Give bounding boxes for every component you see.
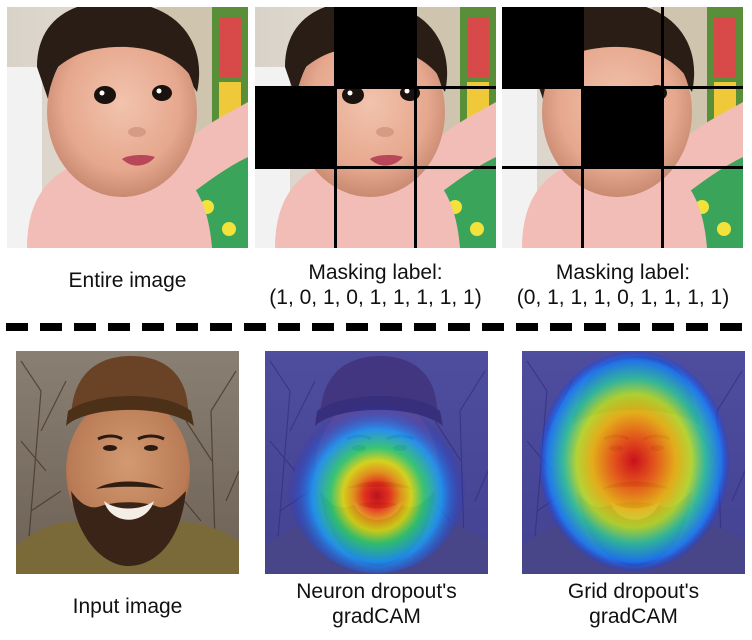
grid-line-vertical bbox=[414, 7, 418, 248]
grid-dropout-gradcam-panel bbox=[522, 351, 745, 574]
masked-cell bbox=[255, 87, 337, 169]
caption-entire-image: Entire image bbox=[7, 268, 248, 293]
caption-line: Masking label: bbox=[308, 261, 443, 284]
caption-input-image: Input image bbox=[16, 594, 239, 619]
caption-line: Neuron dropout's bbox=[296, 580, 457, 603]
man-photo bbox=[16, 351, 239, 574]
caption-line: Masking label: bbox=[555, 261, 691, 284]
masked-image-panel-1 bbox=[255, 7, 496, 248]
masked-cell bbox=[502, 7, 584, 89]
grid-line-vertical bbox=[580, 7, 584, 248]
masked-image-panel-2 bbox=[502, 7, 743, 248]
masked-cell bbox=[582, 87, 664, 169]
caption-line: Entire image bbox=[68, 269, 187, 292]
masking-label-vector: (0, 1, 1, 1, 0, 1, 1, 1, 1) bbox=[516, 286, 730, 309]
grid-line-horizontal bbox=[502, 166, 743, 170]
gradcam-heatmap bbox=[265, 351, 488, 574]
grid-line-vertical bbox=[333, 7, 337, 248]
neuron-dropout-gradcam-panel bbox=[265, 351, 488, 574]
caption-masking-label-2: Masking label: (0, 1, 1, 1, 0, 1, 1, 1, … bbox=[497, 260, 749, 310]
gradcam-heatmap bbox=[522, 351, 745, 574]
child-photo bbox=[7, 7, 248, 248]
masking-label-vector: (1, 0, 1, 0, 1, 1, 1, 1, 1) bbox=[269, 286, 482, 309]
caption-line: Input image bbox=[72, 595, 183, 618]
caption-line: gradCAM bbox=[589, 605, 678, 628]
dashed-divider bbox=[6, 323, 746, 331]
grid-line-horizontal bbox=[255, 85, 496, 89]
caption-masking-label-1: Masking label: (1, 0, 1, 0, 1, 1, 1, 1, … bbox=[248, 260, 503, 310]
grid-line-vertical bbox=[661, 7, 665, 248]
caption-line: gradCAM bbox=[332, 605, 421, 628]
grid-line-horizontal bbox=[255, 166, 496, 170]
input-image-panel bbox=[16, 351, 239, 574]
caption-line: Grid dropout's bbox=[567, 580, 700, 603]
masked-cell bbox=[335, 7, 417, 89]
entire-image-panel bbox=[7, 7, 248, 248]
caption-neuron-dropout: Neuron dropout's gradCAM bbox=[255, 579, 498, 629]
grid-line-horizontal bbox=[502, 85, 743, 89]
caption-grid-dropout: Grid dropout's gradCAM bbox=[512, 579, 752, 629]
